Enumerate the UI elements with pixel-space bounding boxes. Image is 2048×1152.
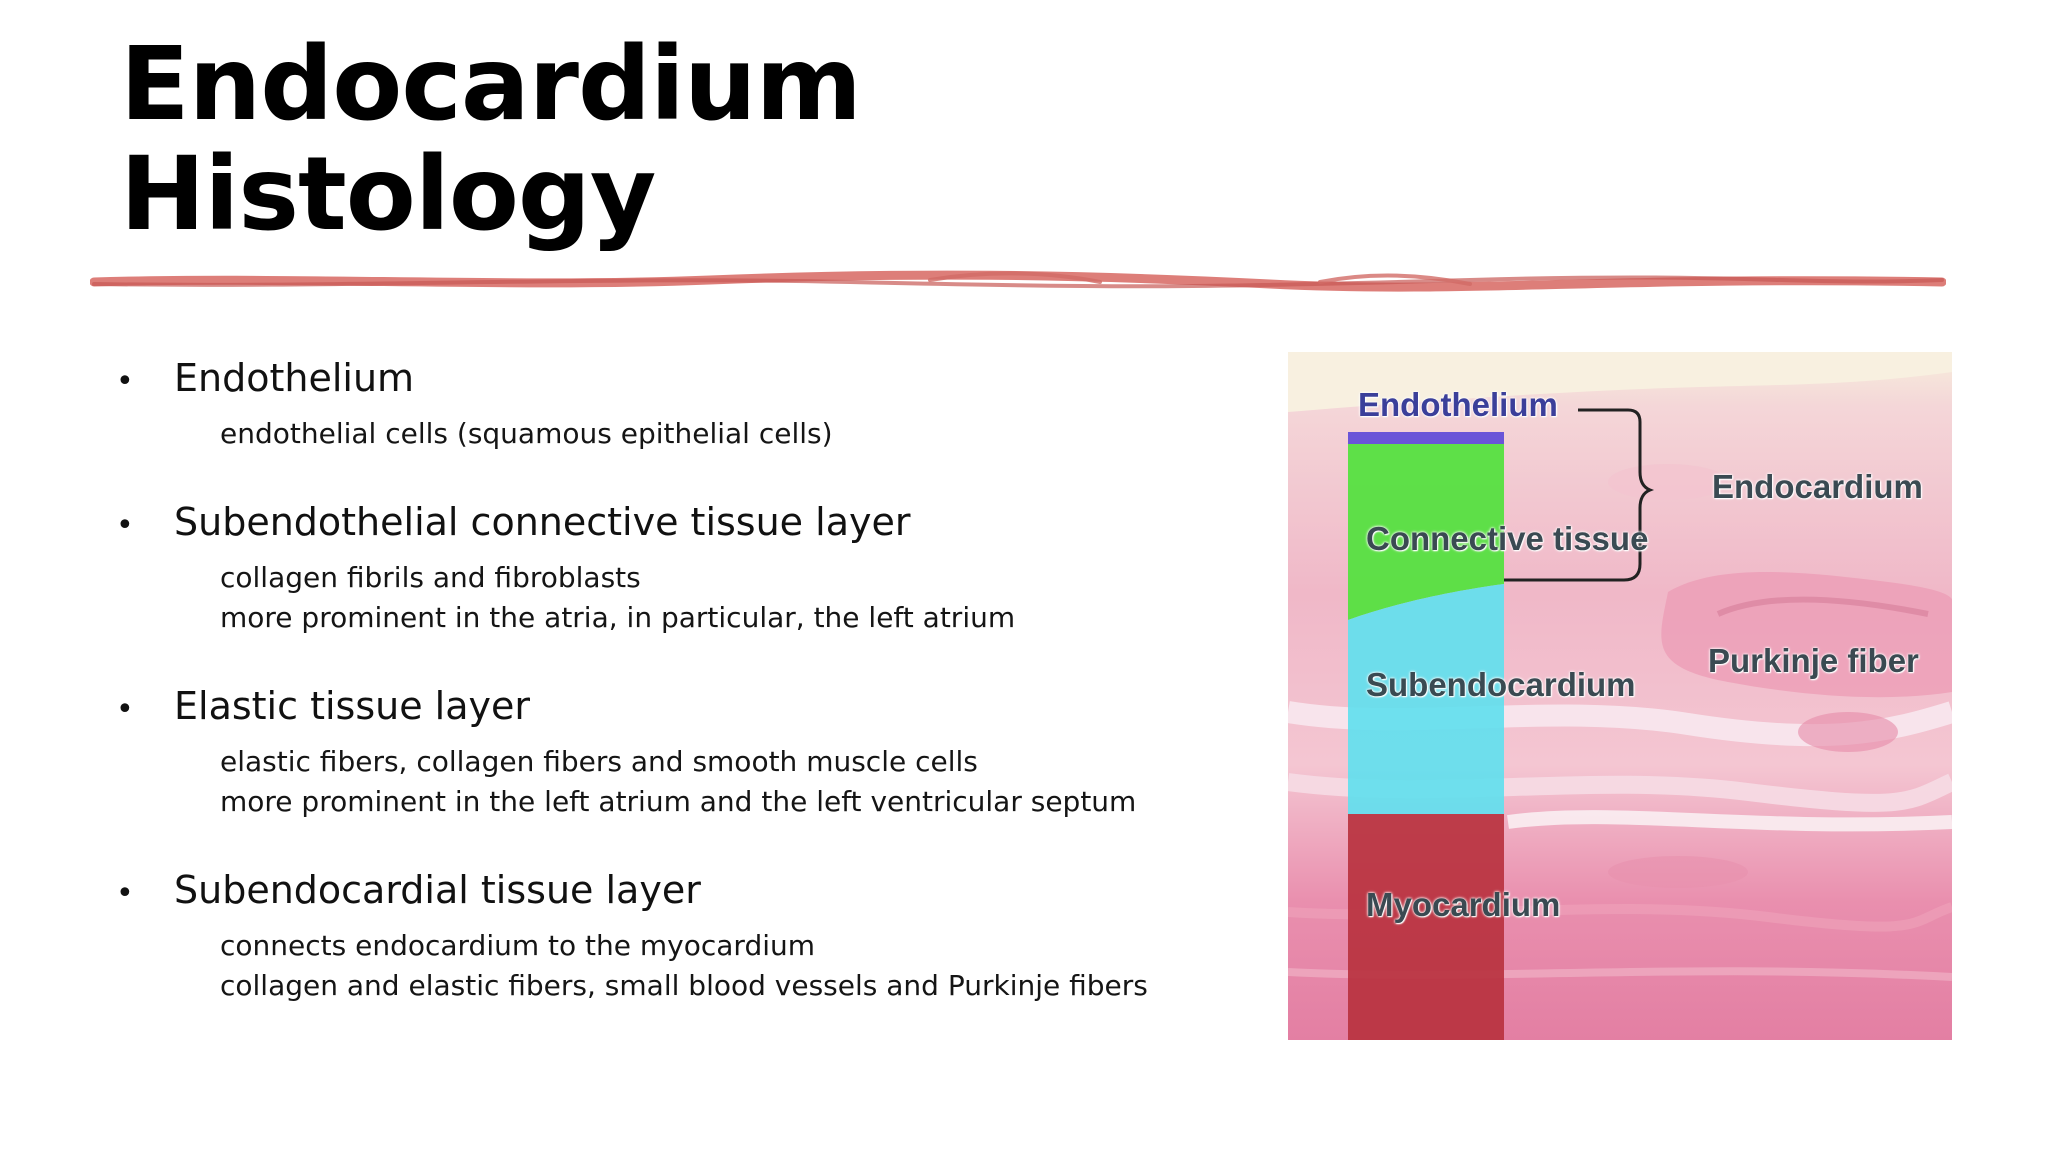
label-subendocardium: Subendocardium	[1366, 666, 1636, 703]
bullet-dot: •	[116, 692, 134, 727]
histology-image	[1288, 352, 1952, 1040]
bullet-endothelium: • Endothelium endothelial cells (squamou…	[110, 352, 1250, 454]
bullet-dot: •	[116, 876, 134, 911]
label-endocardium: Endocardium	[1712, 468, 1923, 505]
bullet-elastic: • Elastic tissue layer elastic fibers, c…	[110, 680, 1250, 822]
bullet-heading: Subendothelial connective tissue layer	[174, 500, 911, 544]
bullet-detail: more prominent in the atria, in particul…	[220, 601, 1016, 634]
page-title: Endocardium Histology	[120, 25, 862, 254]
bullet-heading: Endothelium	[174, 356, 415, 400]
histology-figure: Endothelium Endocardium Connective tissu…	[1288, 352, 1952, 1040]
bullet-heading: Subendocardial tissue layer	[174, 868, 701, 912]
bullet-detail: collagen and elastic fibers, small blood…	[220, 969, 1148, 1002]
myocardium-band	[1348, 814, 1504, 1040]
bullet-dot: •	[116, 364, 134, 399]
title-divider	[90, 270, 1946, 292]
endothelium-band	[1348, 432, 1504, 444]
label-purkinje-fiber: Purkinje fiber	[1708, 642, 1919, 679]
subendocardium-band	[1348, 584, 1504, 814]
label-myocardium: Myocardium	[1366, 886, 1561, 923]
bullet-heading: Elastic tissue layer	[174, 684, 531, 728]
bullet-detail: connects endocardium to the myocardium	[220, 929, 816, 962]
connective-band	[1348, 444, 1504, 620]
bullet-subendothelial: • Subendothelial connective tissue layer…	[110, 496, 1250, 638]
title-line-2: Histology	[120, 135, 656, 254]
bullet-detail: endothelial cells (squamous epithelial c…	[220, 417, 833, 450]
bullet-subendocardial: • Subendocardial tissue layer connects e…	[110, 864, 1250, 1006]
title-line-1: Endocardium	[120, 25, 862, 144]
bullet-detail: elastic fibers, collagen fibers and smoo…	[220, 745, 978, 778]
bullet-dot: •	[116, 508, 134, 543]
label-connective-tissue: Connective tissue	[1366, 520, 1649, 557]
bullet-detail: collagen fibrils and fibroblasts	[220, 561, 641, 594]
label-endothelium: Endothelium	[1358, 386, 1558, 423]
bullet-detail: more prominent in the left atrium and th…	[220, 785, 1137, 818]
bullet-list: • Endothelium endothelial cells (squamou…	[110, 352, 1250, 1048]
